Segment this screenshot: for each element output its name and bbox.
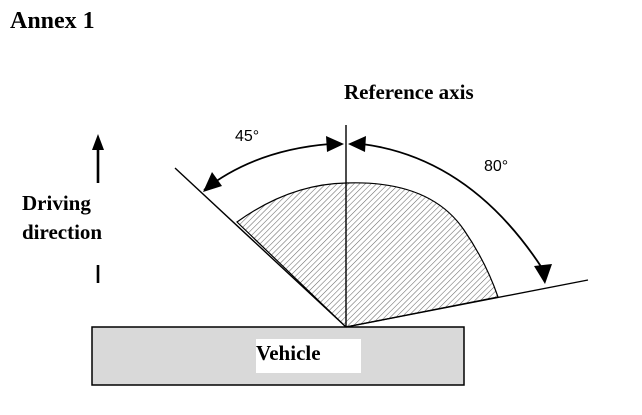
arc-arrow-45-head-left	[203, 172, 222, 192]
arc-arrow-80-head-left	[348, 136, 366, 152]
right-boundary-line	[345, 279, 589, 328]
driving-direction-label: Driving direction	[22, 189, 102, 247]
driving-direction-line2: direction	[22, 220, 103, 244]
angle-label-45: 45°	[235, 128, 260, 145]
arc-arrow-45	[203, 143, 331, 191]
vehicle-label: Vehicle	[256, 339, 361, 373]
left-boundary-line	[174, 167, 347, 328]
driving-direction-arrow-icon	[92, 134, 104, 150]
arc-arrow-80-head-right	[534, 264, 552, 284]
arc-arrow-45-head-right	[326, 136, 344, 152]
driving-direction-line1: Driving	[22, 191, 91, 215]
hatched-field-of-view	[236, 182, 499, 328]
reference-axis-label: Reference axis	[344, 80, 474, 104]
angle-label-80: 80°	[484, 158, 509, 175]
arc-arrow-80	[361, 143, 543, 269]
page-title: Annex 1	[10, 8, 95, 34]
